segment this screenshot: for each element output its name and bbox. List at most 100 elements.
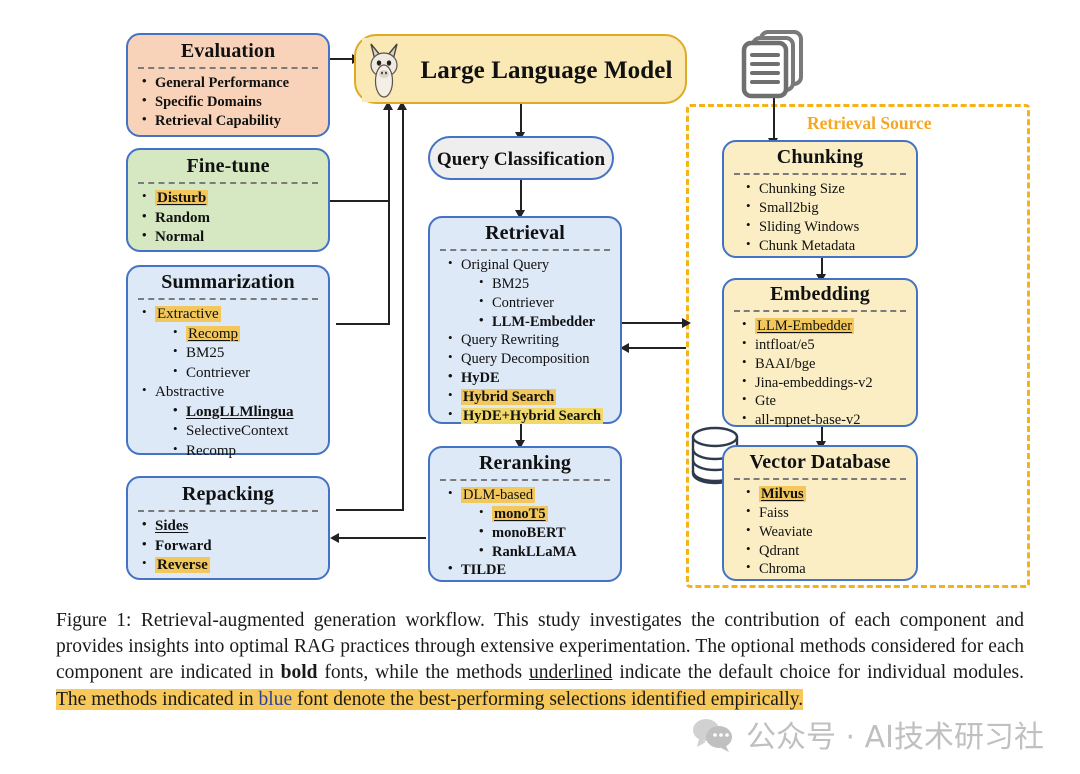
list-item: Gte <box>740 391 910 411</box>
node-reranking[interactable]: Reranking DLM-based monoT5 monoBERT Rank… <box>428 446 622 582</box>
list-item: TILDE <box>446 560 614 580</box>
list-item-label: Recomp <box>186 325 240 342</box>
list-item: Original Query <box>446 255 614 275</box>
node-repacking[interactable]: Repacking Sides Forward Reverse <box>126 476 330 580</box>
list-item: Abstractive <box>140 382 322 403</box>
reranking-items: DLM-based monoT5 monoBERT RankLLaMA TILD… <box>430 485 620 584</box>
reranking-divider <box>440 479 610 481</box>
list-item: Recomp <box>140 324 322 345</box>
vector-database-title: Vector Database <box>749 451 891 473</box>
list-item-label: Reverse <box>155 557 210 573</box>
connector-chunking-to-embedding <box>821 258 823 278</box>
list-item: all-mpnet-base-v2 <box>740 410 910 430</box>
list-item: Jina-embeddings-v2 <box>740 373 910 393</box>
connector-docs-to-chunking <box>773 98 775 140</box>
retrieval-items: Original Query BM25 Contriever LLM-Embed… <box>430 255 620 430</box>
arrow-source-to-retrieval <box>620 343 629 353</box>
list-item: Qdrant <box>744 541 910 561</box>
retrieval-title: Retrieval <box>485 222 565 244</box>
list-item: SelectiveContext <box>140 421 322 442</box>
list-item-label: HyDE+Hybrid Search <box>461 407 604 424</box>
list-item: Sliding Windows <box>744 217 910 237</box>
list-item: Disturb <box>140 188 322 209</box>
caption-segment: font denote the best-performing selectio… <box>292 688 804 710</box>
chunking-divider <box>734 173 906 175</box>
watermark: 公众号 · AI技术研习社 <box>690 712 1044 756</box>
list-item: Extractive <box>140 304 322 325</box>
list-item-label: Hybrid Search <box>461 388 557 405</box>
connector-finetune-out <box>330 200 390 202</box>
caption-segment: The methods indicated in <box>56 688 259 710</box>
node-summarization[interactable]: Summarization Extractive Recomp BM25 Con… <box>126 265 330 459</box>
list-item-label: Extractive <box>155 306 221 322</box>
list-item: BM25 <box>446 274 614 294</box>
node-evaluation[interactable]: Evaluation General Performance Specific … <box>126 33 330 137</box>
repacking-items: Sides Forward Reverse <box>128 516 328 580</box>
list-item-label: Disturb <box>155 190 209 206</box>
evaluation-title: Evaluation <box>180 40 276 62</box>
list-item: Contriever <box>140 363 322 384</box>
connector-retrieval-to-reranking <box>520 424 522 446</box>
llm-title: Large Language Model <box>420 57 673 84</box>
repacking-title: Repacking <box>181 483 275 505</box>
connector-reranking-to-repacking <box>336 537 426 539</box>
connector-retrieval-to-source <box>622 322 684 324</box>
list-item: Query Rewriting <box>446 330 614 350</box>
list-item: HyDE <box>446 368 614 388</box>
list-item: Specific Domains <box>140 92 322 112</box>
list-item: BM25 <box>140 343 322 364</box>
summarization-divider <box>138 298 318 300</box>
figure-caption: Figure 1: Retrieval-augmented generation… <box>56 608 1024 713</box>
list-item: LongLLMlingua <box>140 402 322 423</box>
node-chunking[interactable]: Chunking Chunking Size Small2big Sliding… <box>722 140 918 258</box>
retrieval-source-region <box>686 104 1030 588</box>
query-classification-title: Query Classification <box>436 149 606 170</box>
embedding-divider <box>734 310 906 312</box>
list-item: Recomp <box>140 441 322 462</box>
vector-database-items: Milvus Faiss Weaviate Qdrant Chroma <box>724 484 916 583</box>
list-item: Chroma <box>744 559 910 579</box>
connector-repacking-to-llm <box>402 110 404 510</box>
node-fine-tune[interactable]: Fine-tune Disturb Random Normal <box>126 148 330 252</box>
summarization-title: Summarization <box>161 271 295 293</box>
list-item: Reverse <box>140 555 322 576</box>
watermark-text: 公众号 · AI技术研习社 <box>746 720 1044 755</box>
wechat-bubble-icon <box>693 719 732 752</box>
node-query-classification[interactable]: Query Classification <box>428 136 614 180</box>
list-item: intfloat/e5 <box>740 335 910 355</box>
node-embedding[interactable]: Embedding LLM-Embedder intfloat/e5 BAAI/… <box>722 278 918 428</box>
list-item: Retrieval Capability <box>140 111 322 131</box>
caption-segment: bold <box>280 662 318 684</box>
node-large-language-model[interactable]: Large Language Model <box>354 34 687 104</box>
fine-tune-title: Fine-tune <box>186 155 270 177</box>
list-item-label: LLM-Embedder <box>755 318 855 334</box>
vector-database-divider <box>734 478 906 480</box>
list-item-label: DLM-based <box>461 487 536 503</box>
connector-evaluation-out <box>330 58 360 60</box>
node-retrieval[interactable]: Retrieval Original Query BM25 Contriever… <box>428 216 622 424</box>
evaluation-items: General Performance Specific Domains Ret… <box>128 73 328 135</box>
list-item: HyDE+Hybrid Search <box>446 406 614 426</box>
arrow-retrieval-to-reranking <box>515 440 525 449</box>
list-item: Hybrid Search <box>446 387 614 407</box>
node-vector-database[interactable]: Vector Database Milvus Faiss Weaviate Qd… <box>722 445 918 581</box>
list-item: Sides <box>140 516 322 537</box>
list-item: monoBERT <box>446 523 614 543</box>
chunking-title: Chunking <box>776 146 864 168</box>
connector-llm-to-queryclass <box>520 104 522 136</box>
retrieval-source-label: Retrieval Source <box>807 113 932 133</box>
list-item: General Performance <box>140 73 322 93</box>
list-item: RankLLaMA <box>446 542 614 562</box>
connector-repacking-stub <box>336 509 404 511</box>
embedding-items: LLM-Embedder intfloat/e5 BAAI/bge Jina-e… <box>724 316 916 434</box>
arrow-summarization-to-llm <box>383 101 393 110</box>
list-item: LLM-Embedder <box>740 316 910 336</box>
connector-summarization-up <box>388 110 390 324</box>
evaluation-divider <box>138 67 318 69</box>
list-item: Forward <box>140 536 322 557</box>
fine-tune-divider <box>138 182 318 184</box>
caption-segment: indicate the default choice for individu… <box>612 662 1024 684</box>
list-item: Weaviate <box>744 522 910 542</box>
list-item-label: monoT5 <box>492 505 548 522</box>
connector-embedding-to-vectordb <box>821 427 823 445</box>
